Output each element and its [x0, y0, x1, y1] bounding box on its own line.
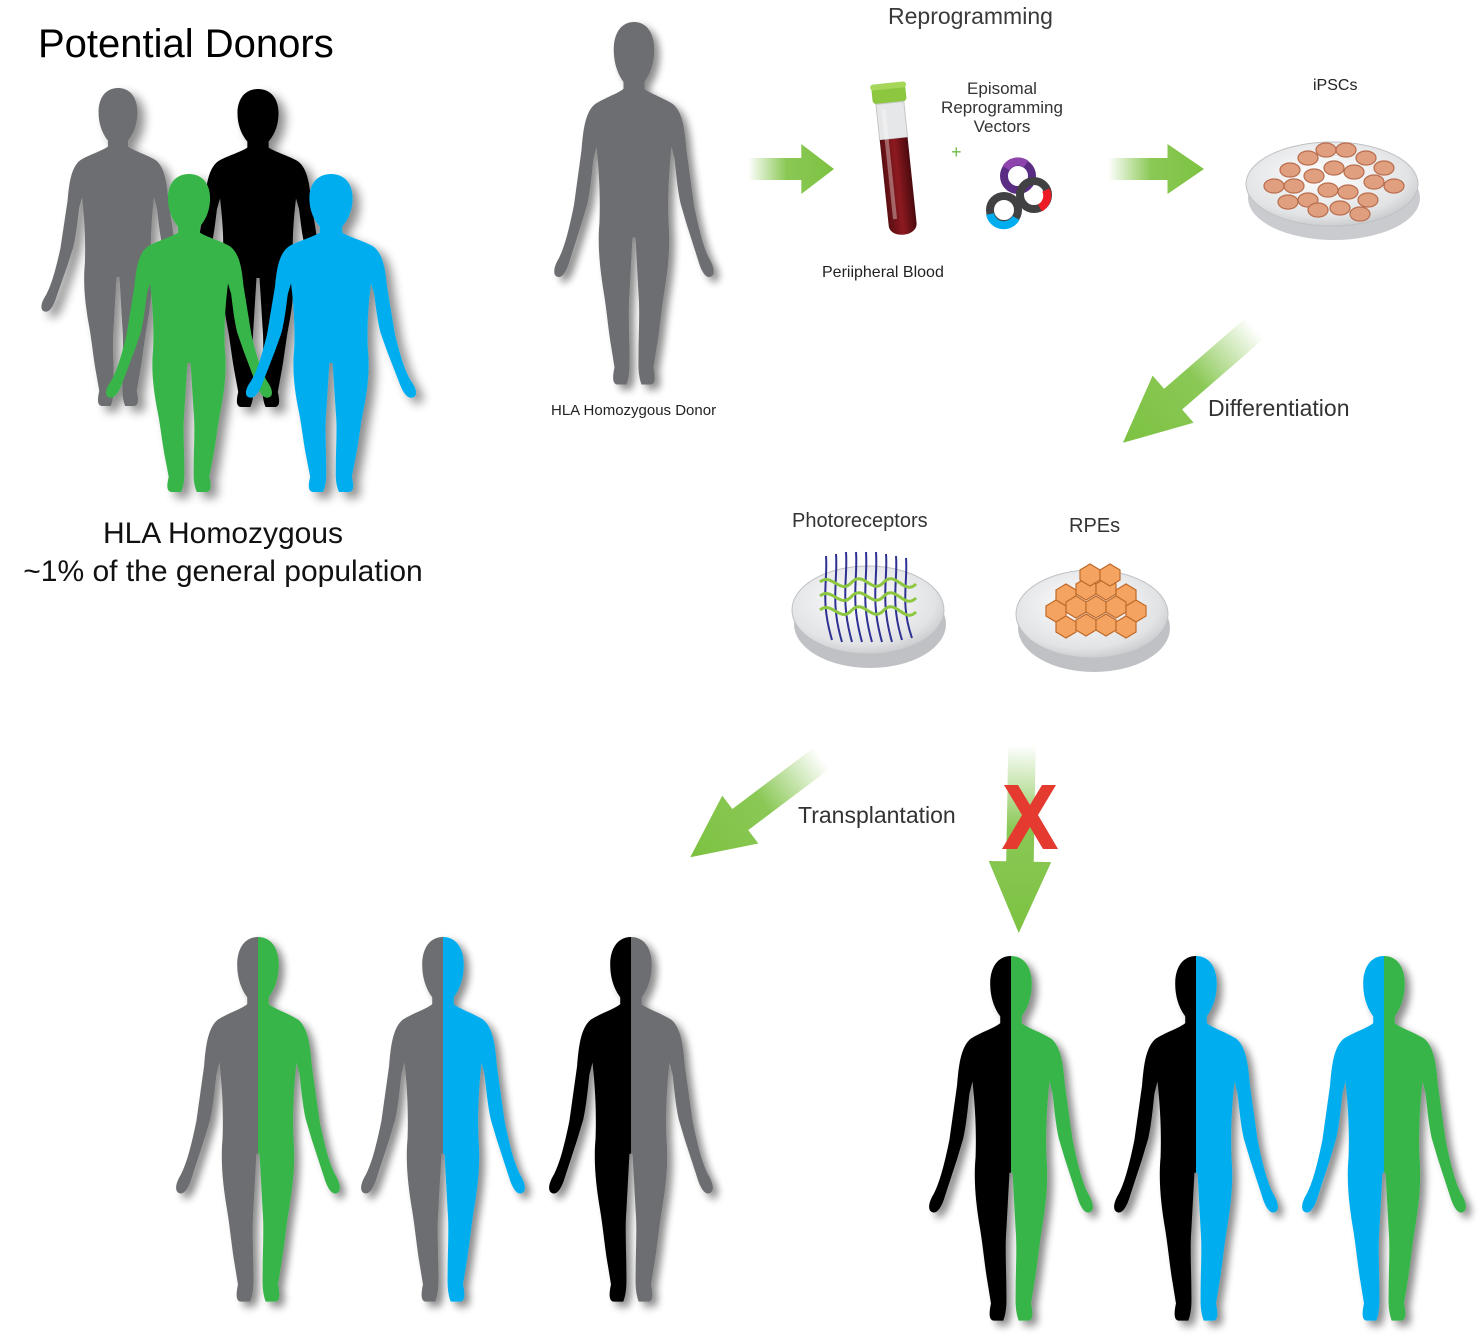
recipient-gray-blue — [361, 937, 525, 1302]
rpes-label: RPEs — [1069, 515, 1121, 537]
recipient-black-blue — [1114, 956, 1278, 1321]
peripheral-blood-label: Periipheral Blood — [822, 264, 944, 281]
ipscs-label: iPSCs — [1313, 77, 1358, 94]
recipient-blue-green — [1302, 956, 1466, 1321]
reprogramming-label: Reprogramming — [888, 3, 1053, 29]
page-title: Potential Donors — [38, 22, 334, 66]
arrow-vectors-to-ipscs — [1108, 144, 1204, 194]
ipsc-dish-icon — [1245, 141, 1420, 240]
photoreceptor-dish-icon — [791, 551, 946, 668]
hla-donor-label: HLA Homozygous Donor — [551, 402, 717, 419]
transplantation-label: Transplantation — [798, 802, 956, 828]
arrow-donor-to-blood — [748, 144, 834, 194]
recipient-black-gray — [549, 937, 713, 1302]
episomal-vectors-icon — [986, 157, 1052, 230]
photoreceptors-label: Photoreceptors — [792, 510, 928, 532]
arrow-differentiation — [1102, 304, 1276, 467]
differentiation-label: Differentiation — [1208, 395, 1350, 421]
rpe-dish-icon — [1015, 563, 1170, 672]
episomal-vectors-label: Episomal Reprogramming Vectors — [941, 79, 1063, 136]
red-cross-icon — [1002, 785, 1058, 849]
potential-donors-group — [41, 88, 417, 492]
blood-tube-icon — [870, 81, 917, 235]
hla-homozygous-caption: HLA Homozygous — [102, 517, 344, 550]
hla-donor-figure — [554, 22, 714, 385]
plus-sign: + — [951, 142, 962, 162]
recipient-gray-green — [176, 937, 340, 1302]
population-percentage-caption: ~1% of the general population — [23, 555, 423, 588]
recipient-black-green — [929, 956, 1093, 1321]
